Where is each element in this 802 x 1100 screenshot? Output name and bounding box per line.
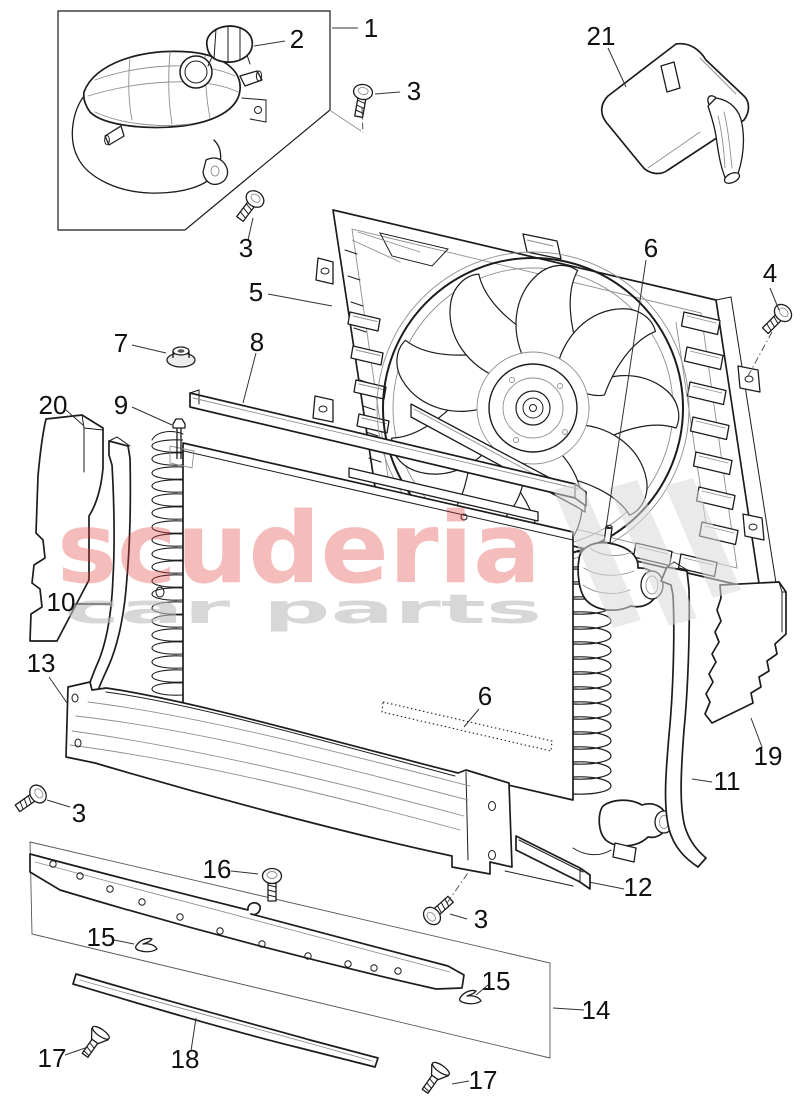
foam-strip-bottom [515,835,591,890]
air-duct-bracket-19 [704,581,787,724]
callout-17-left[interactable]: 17 [38,1043,67,1073]
callout-8[interactable]: 8 [250,327,264,357]
callout-15-left[interactable]: 15 [87,922,116,952]
leader-lines [46,27,780,1085]
watermark-flag-logo [553,478,741,628]
expansion-tank [71,50,267,194]
screw-16 [261,867,283,902]
callout-7[interactable]: 7 [114,328,128,358]
callout-15-right[interactable]: 15 [482,966,511,996]
screw-17-left [76,1023,112,1062]
callout-1[interactable]: 1 [364,13,378,43]
callout-20[interactable]: 20 [39,390,68,420]
callout-6-seal[interactable]: 6 [478,681,492,711]
cooling-fan [376,251,690,565]
screw-3-tank [231,186,268,226]
callout-11[interactable]: 11 [714,766,741,796]
callout-19[interactable]: 19 [754,741,783,771]
lower-seal-strip-18 [72,973,379,1068]
watermark: scuderia car parts [57,478,741,633]
callout-4[interactable]: 4 [763,258,777,288]
radiator-bottom-outlet [598,799,674,863]
watermark-brand: scuderia [57,492,541,606]
callout-17-right[interactable]: 17 [469,1065,498,1095]
callout-2[interactable]: 2 [290,24,304,54]
screw-3-left [11,781,51,817]
callout-10[interactable]: 10 [47,587,76,617]
clip-15-right [458,989,482,1005]
callout-14[interactable]: 14 [582,995,611,1025]
callout-9[interactable]: 9 [114,390,128,420]
callout-5[interactable]: 5 [249,277,263,307]
callout-3-left[interactable]: 3 [72,798,86,828]
bolt-9 [172,418,186,459]
grille-trim-strip [29,853,465,990]
trim-group-14 [29,841,551,1068]
callout-18[interactable]: 18 [171,1044,200,1074]
radiator [151,431,612,887]
callout-12[interactable]: 12 [624,872,653,902]
coolant-bag-21 [600,42,750,184]
screw-3-top [348,82,375,119]
callout-3-right[interactable]: 3 [474,904,488,934]
callout-13[interactable]: 13 [27,648,56,678]
clip-15-left [134,937,158,953]
watermark-tagline: car parts [64,587,542,633]
callout-16[interactable]: 16 [203,854,232,884]
seal-strip-6 [381,701,553,752]
bolt-4 [757,300,796,339]
expansion-tank-assembly [57,10,331,231]
callout-3-top[interactable]: 3 [407,76,421,106]
air-duct-bracket-20 [29,414,104,642]
radiator-right-tank [504,551,612,887]
grommet-7 [166,346,196,368]
callout-6-fan[interactable]: 6 [644,233,658,263]
bumper-carrier-13 [65,681,513,875]
screw-3-right [419,891,458,929]
reservoir-cap [205,25,254,67]
callout-3-tank[interactable]: 3 [239,233,253,263]
screw-17-right [416,1059,452,1098]
callout-21[interactable]: 21 [587,21,616,51]
